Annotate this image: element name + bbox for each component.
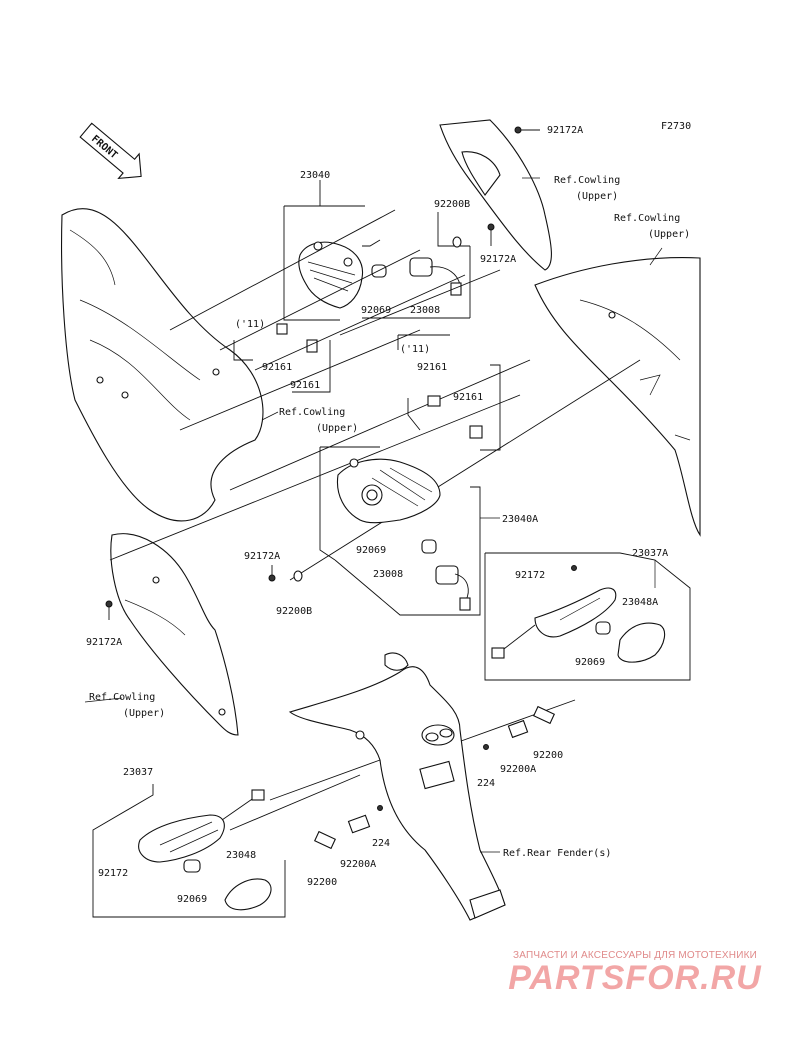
label-92069-d: 92069 xyxy=(177,894,207,905)
box-23040A xyxy=(319,446,481,616)
label-92069-a: 92069 xyxy=(361,305,391,316)
guide-lines xyxy=(109,209,641,831)
label-92200B-a: 92200B xyxy=(434,199,470,210)
cowling-upper-lower-left xyxy=(110,533,239,736)
label-92200A-a: 92200A xyxy=(500,764,536,775)
screw-92172A-top xyxy=(514,126,540,134)
lens-23048A xyxy=(617,622,666,663)
screw-224-b xyxy=(377,805,383,811)
label-upper-2: (Upper) xyxy=(648,229,690,240)
bracket-92200A-b xyxy=(347,814,371,834)
label-upper-4: (Upper) xyxy=(123,708,165,719)
rear-turn-signal-23037 xyxy=(138,789,265,863)
label-92161-c: 92161 xyxy=(417,362,447,373)
label-ref-cowling-3: Ref.Cowling xyxy=(279,407,345,418)
screw-92172A-c xyxy=(105,600,113,620)
box-23037 xyxy=(92,784,286,918)
box-92161-upper xyxy=(233,323,331,393)
box-23037A xyxy=(484,552,691,681)
socket-23008-a xyxy=(409,257,462,296)
bulb-92069-b xyxy=(421,539,437,554)
label-92161-a: 92161 xyxy=(262,362,292,373)
label-92172-a: 92172 xyxy=(515,570,545,581)
label-upper-1: (Upper) xyxy=(576,191,618,202)
washer-92200B-b xyxy=(293,570,303,582)
label-92172-b: 92172 xyxy=(98,868,128,879)
bracket-92200-b xyxy=(313,830,337,850)
front-arrow-icon: FRONT xyxy=(79,122,142,180)
labels: 92172A Ref.Cowling (Upper) Ref.Cowling (… xyxy=(86,125,690,905)
label-92200A-b: 92200A xyxy=(340,859,376,870)
label-92172A-c: 92172A xyxy=(86,637,122,648)
cowling-upper-right-top xyxy=(439,119,552,271)
label-23008-a: 23008 xyxy=(410,305,440,316)
label-92172A-a: 92172A xyxy=(480,254,516,265)
screw-92172A-a xyxy=(487,223,495,246)
rear-turn-signal-23037A xyxy=(491,565,617,659)
label-23037A: 23037A xyxy=(632,548,668,559)
label-11-a: ('11) xyxy=(235,319,265,330)
label-224-b: 224 xyxy=(372,838,390,849)
bracket-92200-a xyxy=(532,705,556,725)
label-92172A-b: 92172A xyxy=(244,551,280,562)
label-23040A: 23040A xyxy=(502,514,538,525)
label-ref-cowling-1: Ref.Cowling xyxy=(554,175,620,186)
cowling-upper-right-side xyxy=(534,257,701,537)
label-upper-3: (Upper) xyxy=(316,423,358,434)
label-23048: 23048 xyxy=(226,850,256,861)
label-ref-rear-fender: Ref.Rear Fender(s) xyxy=(503,848,611,859)
box-23040 xyxy=(283,180,365,321)
label-23008-b: 23008 xyxy=(373,569,403,580)
cowling-upper-left xyxy=(61,208,264,522)
bulb-92069-c xyxy=(595,621,611,635)
screw-92172A-b xyxy=(268,565,276,582)
front-turn-signal-23040 xyxy=(298,241,364,309)
washer-92200B-a xyxy=(452,236,462,248)
front-turn-signal-23040A xyxy=(336,458,441,524)
bulb-92069-d xyxy=(183,859,201,873)
bracket-92200A-a xyxy=(507,719,529,739)
label-ref-cowling-4: Ref.Cowling xyxy=(89,692,155,703)
label-92200-a: 92200 xyxy=(533,750,563,761)
label-92069-c: 92069 xyxy=(575,657,605,668)
label-ref-cowling-2: Ref.Cowling xyxy=(614,213,680,224)
label-224-a: 224 xyxy=(477,778,495,789)
leader-lines xyxy=(84,177,663,853)
label-23037: 23037 xyxy=(123,767,153,778)
box-92161-lower xyxy=(397,334,501,451)
screw-224-a xyxy=(483,744,489,750)
figure-code: F2730 xyxy=(661,121,691,132)
lens-23048 xyxy=(224,878,272,911)
label-92200B-b: 92200B xyxy=(276,606,312,617)
label-23048A: 23048A xyxy=(622,597,658,608)
label-11-b: ('11) xyxy=(400,344,430,355)
rear-fender xyxy=(288,652,506,921)
socket-23008-b xyxy=(435,565,471,611)
label-92200-b: 92200 xyxy=(307,877,337,888)
label-92069-b: 92069 xyxy=(356,545,386,556)
label-23040: 23040 xyxy=(300,170,330,181)
label-92172A-top: 92172A xyxy=(547,125,583,136)
label-92161-d: 92161 xyxy=(453,392,483,403)
label-92161-b: 92161 xyxy=(290,380,320,391)
